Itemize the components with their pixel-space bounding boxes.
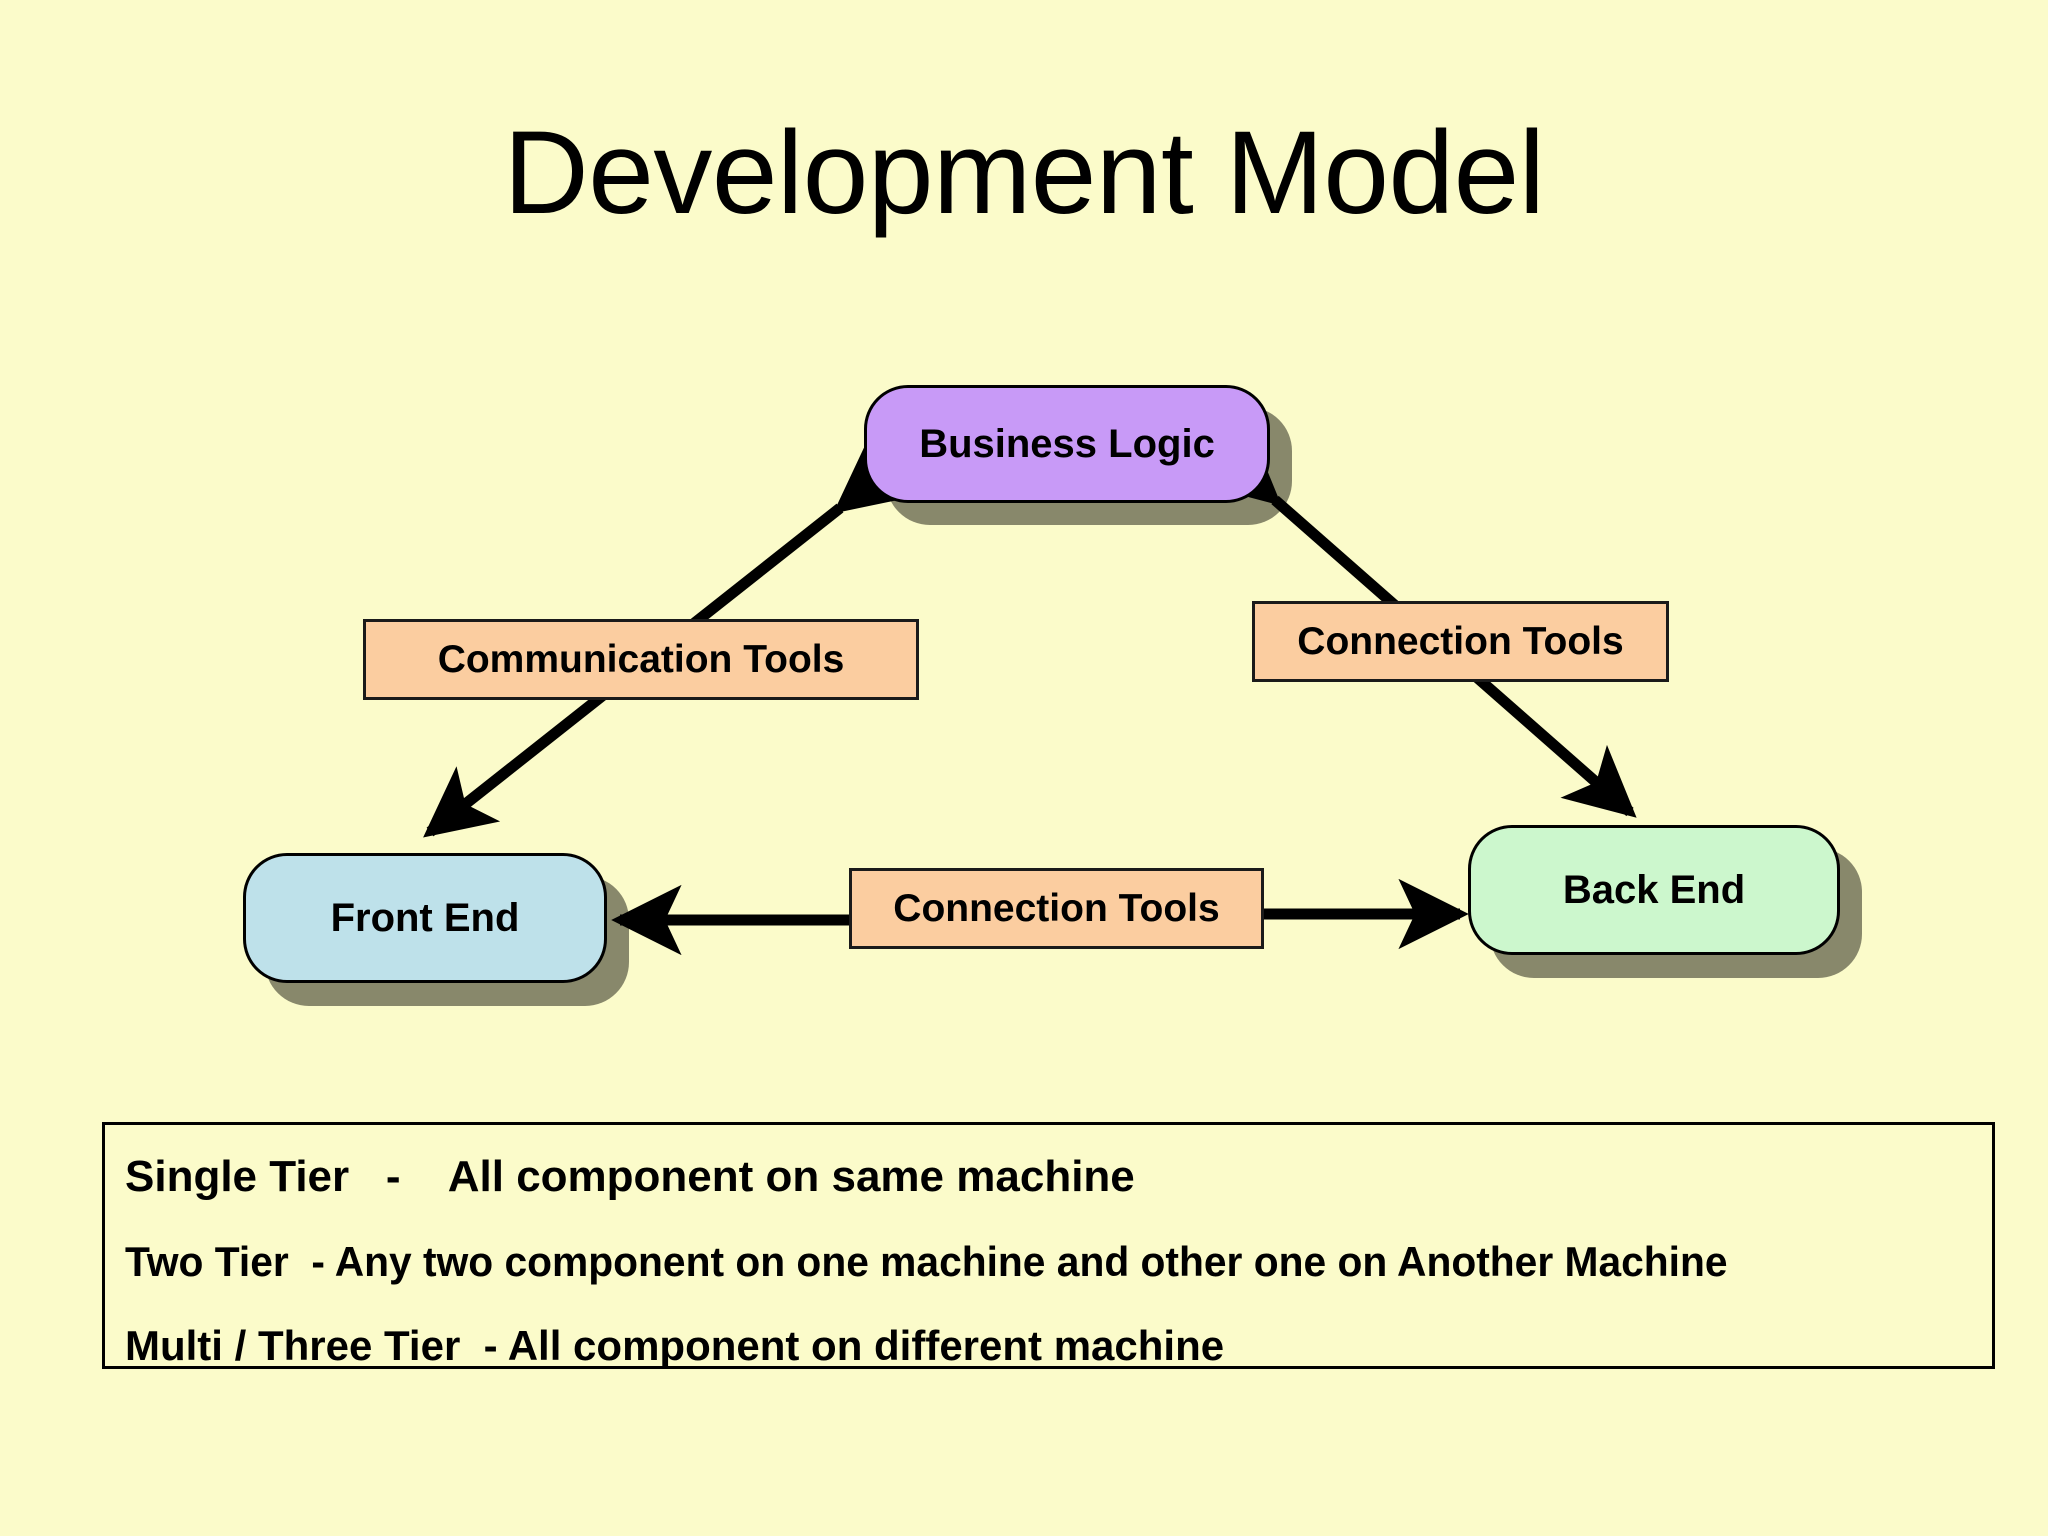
note-line-multi-tier: Multi / Three Tier - All component on di… — [125, 1322, 1225, 1369]
notes-panel: Single Tier - All component on same mach… — [102, 1122, 1995, 1369]
node-front-end-label: Front End — [330, 895, 520, 940]
node-back-end[interactable]: Back End — [1468, 825, 1840, 955]
label-communication-tools-text: Communication Tools — [437, 637, 845, 681]
node-business-logic[interactable]: Business Logic — [864, 385, 1270, 503]
label-connection-tools-bottom[interactable]: Connection Tools — [849, 868, 1264, 949]
label-connection-tools-bottom-text: Connection Tools — [893, 886, 1220, 930]
label-connection-tools-right[interactable]: Connection Tools — [1252, 601, 1669, 682]
node-business-logic-label: Business Logic — [919, 421, 1215, 466]
note-line-single-tier: Single Tier - All component on same mach… — [125, 1152, 1135, 1201]
label-connection-tools-right-text: Connection Tools — [1297, 619, 1624, 663]
note-line-two-tier: Two Tier - Any two component on one mach… — [125, 1238, 1728, 1285]
node-back-end-label: Back End — [1562, 867, 1746, 912]
page-title: Development Model — [503, 107, 1545, 239]
label-communication-tools[interactable]: Communication Tools — [363, 619, 919, 700]
node-front-end[interactable]: Front End — [243, 853, 607, 983]
